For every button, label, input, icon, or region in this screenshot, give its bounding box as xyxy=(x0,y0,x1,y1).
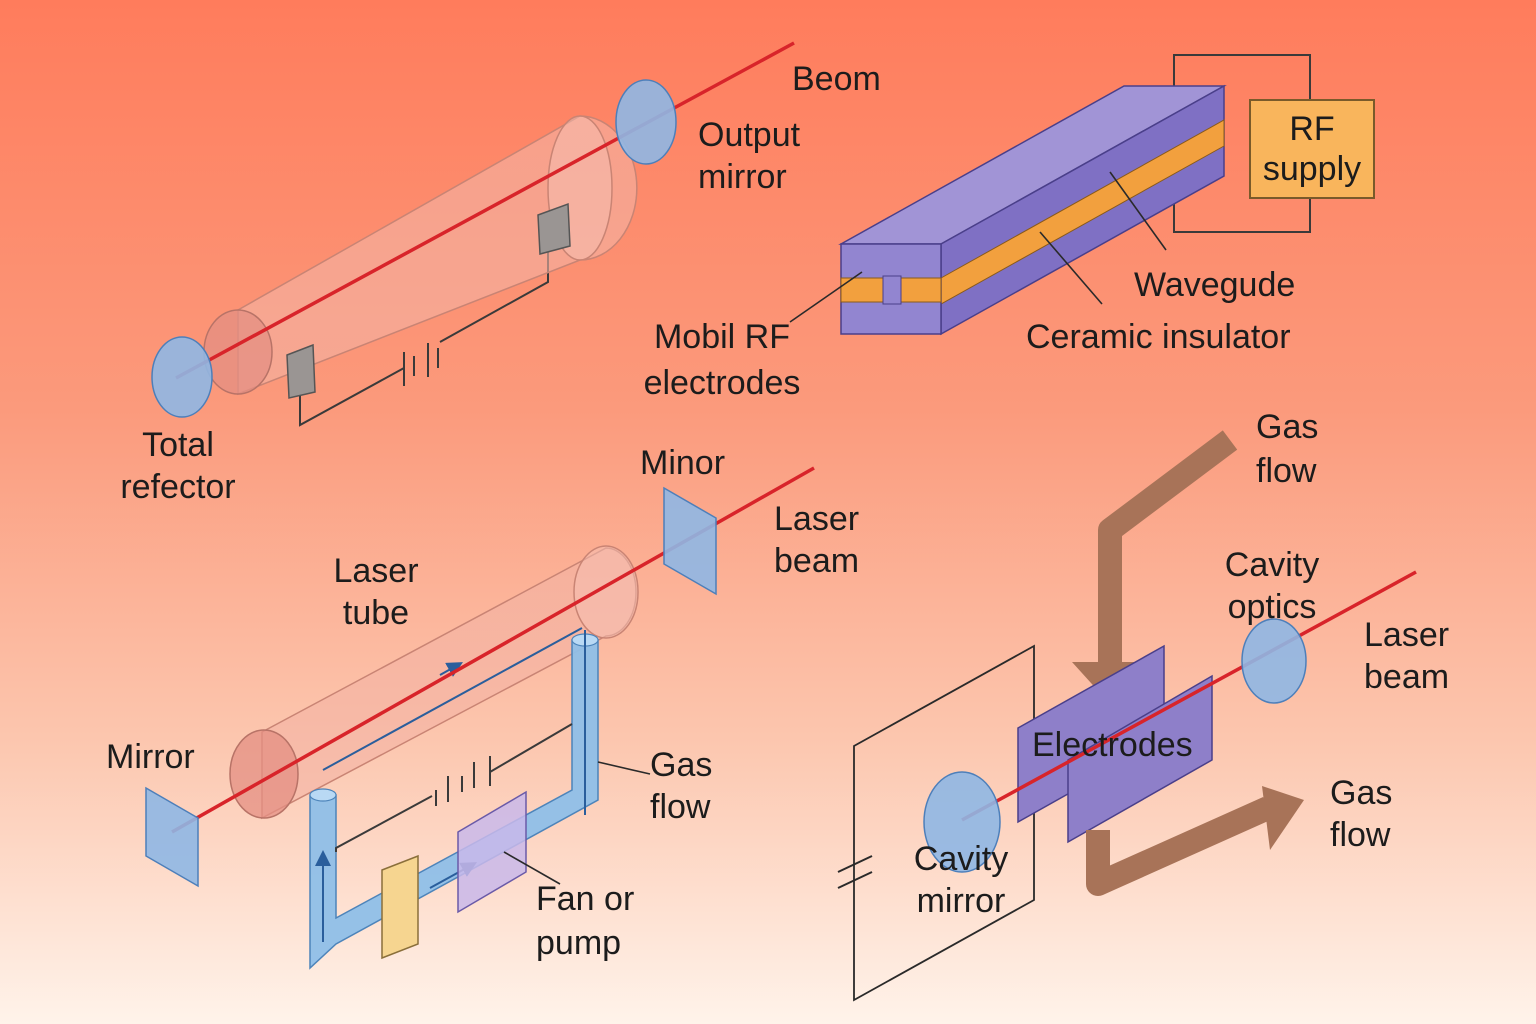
mirror-label: Mirror xyxy=(106,738,195,776)
flowing-beam-label-line1: Laser xyxy=(774,500,860,538)
gas-flow-label-line2: flow xyxy=(650,788,711,826)
flowing-circuit xyxy=(335,723,573,852)
gas-flow-in-label-line1: Gas xyxy=(1256,408,1319,446)
flowing-laser-beam xyxy=(171,466,815,834)
rf-supply-box xyxy=(1249,99,1375,199)
laser-tube-label-line2: tube xyxy=(342,594,410,632)
total-reflector-label-line1: Total xyxy=(142,426,214,464)
rf-electrodes-label-line1: Mobil RF xyxy=(653,318,791,356)
ceramic-insulator-label: Ceramic insulator xyxy=(1026,318,1291,356)
waveguide-channel xyxy=(882,275,902,305)
rf-supply-label-line2: supply xyxy=(1262,150,1362,188)
flowing-right-mirror xyxy=(663,486,717,596)
transverse-laser-beam xyxy=(961,570,1417,822)
cavity-capacitor xyxy=(837,855,873,889)
waveguide-block xyxy=(838,84,1227,336)
flowing-laser-tube xyxy=(229,545,639,820)
dc-laser-tube xyxy=(203,115,638,396)
cavity-optics-label-line2: optics xyxy=(1227,588,1317,626)
total-reflector-mirror xyxy=(151,336,213,418)
dc-electrode-left xyxy=(286,343,316,399)
fan-pump-label-line1: Fan or xyxy=(536,880,635,918)
gas-flow-out-label-line2: flow xyxy=(1330,816,1391,854)
gas-flow-label-line1: Gas xyxy=(650,746,713,784)
waveguide-label: Wavegude xyxy=(1134,266,1296,304)
transverse-beam-label-line2: beam xyxy=(1364,658,1450,696)
electrodes-label: Electrodes xyxy=(1032,726,1193,764)
gas-flow-out-label-line1: Gas xyxy=(1330,774,1393,812)
transverse-flow-diagram xyxy=(837,430,1417,1002)
rf-electrodes-label-line2: electrodes xyxy=(643,364,801,402)
gas-flow-in-arrow xyxy=(1098,430,1238,665)
dc-laser-beam xyxy=(175,41,795,380)
cavity-optics-label-line1: Cavity xyxy=(1224,546,1320,584)
cavity-mirror-label-line1: Cavity xyxy=(913,840,1009,878)
gas-flow-lines xyxy=(315,627,586,942)
cavity-mirror-label-line2: mirror xyxy=(916,882,1006,920)
output-mirror-label-line2: mirror xyxy=(698,158,787,196)
electrode-plate-front xyxy=(1067,674,1213,844)
gas-flow-in-label-line2: flow xyxy=(1256,452,1317,490)
fan-pump-label-line2: pump xyxy=(536,924,622,962)
flowing-gas-laser-diagram xyxy=(145,466,815,970)
fan-block xyxy=(381,854,419,960)
total-reflector-label-line2: refector xyxy=(120,468,236,506)
flowing-beam-label-line2: beam xyxy=(774,542,860,580)
minor-label: Minor xyxy=(640,444,726,482)
cavity-frame xyxy=(853,644,1035,1002)
transverse-beam-label-line1: Laser xyxy=(1364,616,1450,654)
cavity-optics-mirror xyxy=(1241,618,1307,704)
rf-supply-label-line1: RF xyxy=(1289,110,1335,148)
dc-laser-diagram xyxy=(151,41,795,427)
laser-tube-label-line1: Laser xyxy=(333,552,419,590)
cavity-mirror xyxy=(923,771,1001,873)
beam-label: Beom xyxy=(792,60,881,98)
flowing-leaders xyxy=(503,761,651,885)
pump-block xyxy=(457,790,527,914)
dc-electrode-right xyxy=(537,202,571,255)
waveguide-laser-diagram xyxy=(789,54,1375,336)
gas-flow-out-arrow xyxy=(1086,797,1273,896)
flowing-left-mirror xyxy=(145,786,199,888)
waveguide-leaders xyxy=(789,171,1167,323)
output-mirror-label-line1: Output xyxy=(698,116,801,154)
rf-wiring xyxy=(1173,54,1311,233)
output-mirror xyxy=(615,79,677,165)
